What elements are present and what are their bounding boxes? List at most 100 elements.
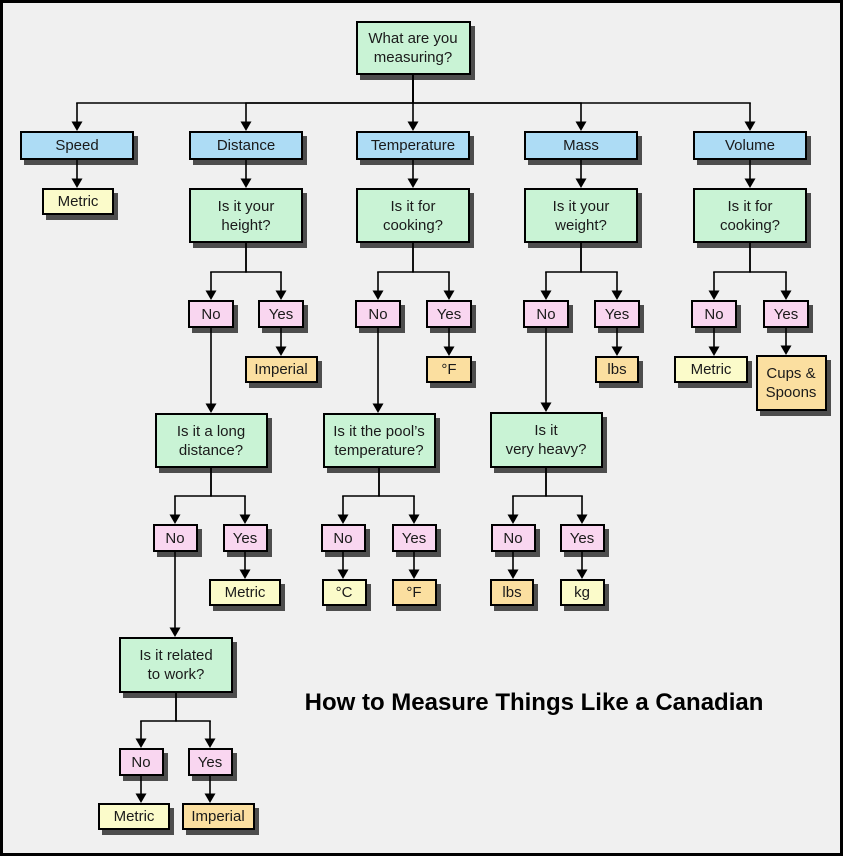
node-d-imperial1: Imperial — [244, 356, 318, 383]
node-t-f2: °F — [391, 579, 437, 606]
arrowhead-icon — [205, 290, 217, 300]
arrowhead-icon — [744, 121, 756, 131]
arrowhead-icon — [507, 569, 519, 579]
node-temperature: Temperature — [356, 131, 470, 160]
arrowhead-icon — [169, 514, 181, 524]
node-label-line: Metric — [57, 193, 99, 210]
node-m-kg: kg — [559, 579, 605, 606]
node-label-line: Cups & — [766, 365, 816, 382]
node-label-line: lbs — [502, 584, 522, 601]
node-d-metric3: Metric — [98, 803, 170, 830]
node-label-line: No — [165, 529, 185, 547]
node-label-line: Is it the pool’s — [333, 422, 425, 440]
node-label-line: height? — [221, 216, 271, 234]
node-label-line: Yes — [197, 753, 223, 771]
node-label-line: °F — [406, 584, 422, 601]
arrowhead-icon — [372, 403, 384, 413]
node-m-lbs1: lbs — [595, 356, 639, 383]
arrowhead-icon — [408, 569, 420, 579]
arrowhead-icon — [575, 121, 587, 131]
node-label-line: No — [503, 529, 523, 547]
arrowhead-icon — [744, 178, 756, 188]
node-label-line: Is it related — [139, 647, 213, 664]
node-label-line: Is it your — [552, 197, 610, 215]
node-label-line: Yes — [773, 305, 799, 323]
arrowhead-icon — [135, 793, 147, 803]
arrowhead-icon — [337, 569, 349, 579]
arrowhead-icon — [337, 514, 349, 524]
arrowhead-icon — [204, 738, 216, 748]
node-t-f1: °F — [426, 356, 472, 383]
node-d-imperial3: Imperial — [181, 803, 255, 830]
node-label-line: Yes — [232, 529, 258, 547]
node-label-line: very heavy? — [505, 441, 587, 458]
node-d-no2: No — [152, 524, 198, 552]
arrowhead-icon — [576, 569, 588, 579]
node-label-line: No — [536, 305, 556, 323]
node-label-line: lbs — [607, 361, 627, 378]
node-label-line: Temperature — [370, 137, 456, 154]
arrowhead-icon — [239, 569, 251, 579]
node-t-no2: No — [320, 524, 366, 552]
node-label-line: cooking? — [719, 216, 781, 234]
node-label-line: Imperial — [254, 361, 308, 378]
node-label-line: cooking? — [382, 216, 444, 234]
node-m-q2: Is it very heavy? — [489, 412, 603, 468]
node-d-no3: No — [118, 748, 164, 776]
arrowhead-icon — [275, 346, 287, 356]
node-label-line: Distance — [216, 137, 276, 154]
arrowhead-icon — [708, 290, 720, 300]
node-label-line: Yes — [268, 305, 294, 323]
node-m-no1: No — [523, 300, 569, 328]
node-d-yes3: Yes — [187, 748, 233, 776]
node-t-no1: No — [355, 300, 401, 328]
node-distance: Distance — [189, 131, 303, 160]
arrowhead-icon — [611, 346, 623, 356]
arrowhead-icon — [205, 403, 217, 413]
node-t-c: °C — [321, 579, 367, 606]
arrowhead-icon — [135, 738, 147, 748]
arrowhead-icon — [169, 627, 181, 637]
node-label-line: Spoons — [765, 384, 817, 401]
node-d-metric2: Metric — [209, 579, 281, 606]
node-label-line: Metric — [113, 808, 155, 825]
arrowhead-icon — [275, 290, 287, 300]
node-label-line: Imperial — [191, 808, 245, 825]
node-t-yes1: Yes — [426, 300, 472, 328]
node-m-yes1: Yes — [594, 300, 640, 328]
arrowhead-icon — [576, 514, 588, 524]
node-label-line: Yes — [569, 529, 595, 547]
node-v-yes1: Yes — [763, 300, 809, 328]
node-volume: Volume — [693, 131, 807, 160]
node-mass: Mass — [524, 131, 638, 160]
node-label-line: Is it — [534, 422, 558, 439]
node-v-metric: Metric — [674, 356, 748, 383]
node-d-yes2: Yes — [222, 524, 268, 552]
node-label-line: Volume — [724, 137, 776, 154]
node-label-line: Is it for — [390, 197, 436, 215]
node-label-line: Metric — [224, 584, 266, 601]
node-label-line: measuring? — [373, 49, 453, 66]
node-label-line: Yes — [604, 305, 630, 323]
node-label-line: No — [333, 529, 353, 547]
node-d-yes1: Yes — [258, 300, 304, 328]
arrowhead-icon — [407, 121, 419, 131]
node-label-line: Is it for — [727, 197, 773, 215]
arrowhead-icon — [71, 121, 83, 131]
arrowhead-icon — [507, 514, 519, 524]
node-label-line: distance? — [178, 441, 244, 459]
node-label-line: °C — [335, 584, 353, 601]
node-label-line: weight? — [555, 216, 607, 234]
node-label-line: kg — [574, 584, 590, 601]
node-d-no1: No — [188, 300, 234, 328]
node-label-line: Yes — [436, 305, 462, 323]
arrowhead-icon — [780, 290, 792, 300]
node-label-line: No — [131, 753, 151, 771]
